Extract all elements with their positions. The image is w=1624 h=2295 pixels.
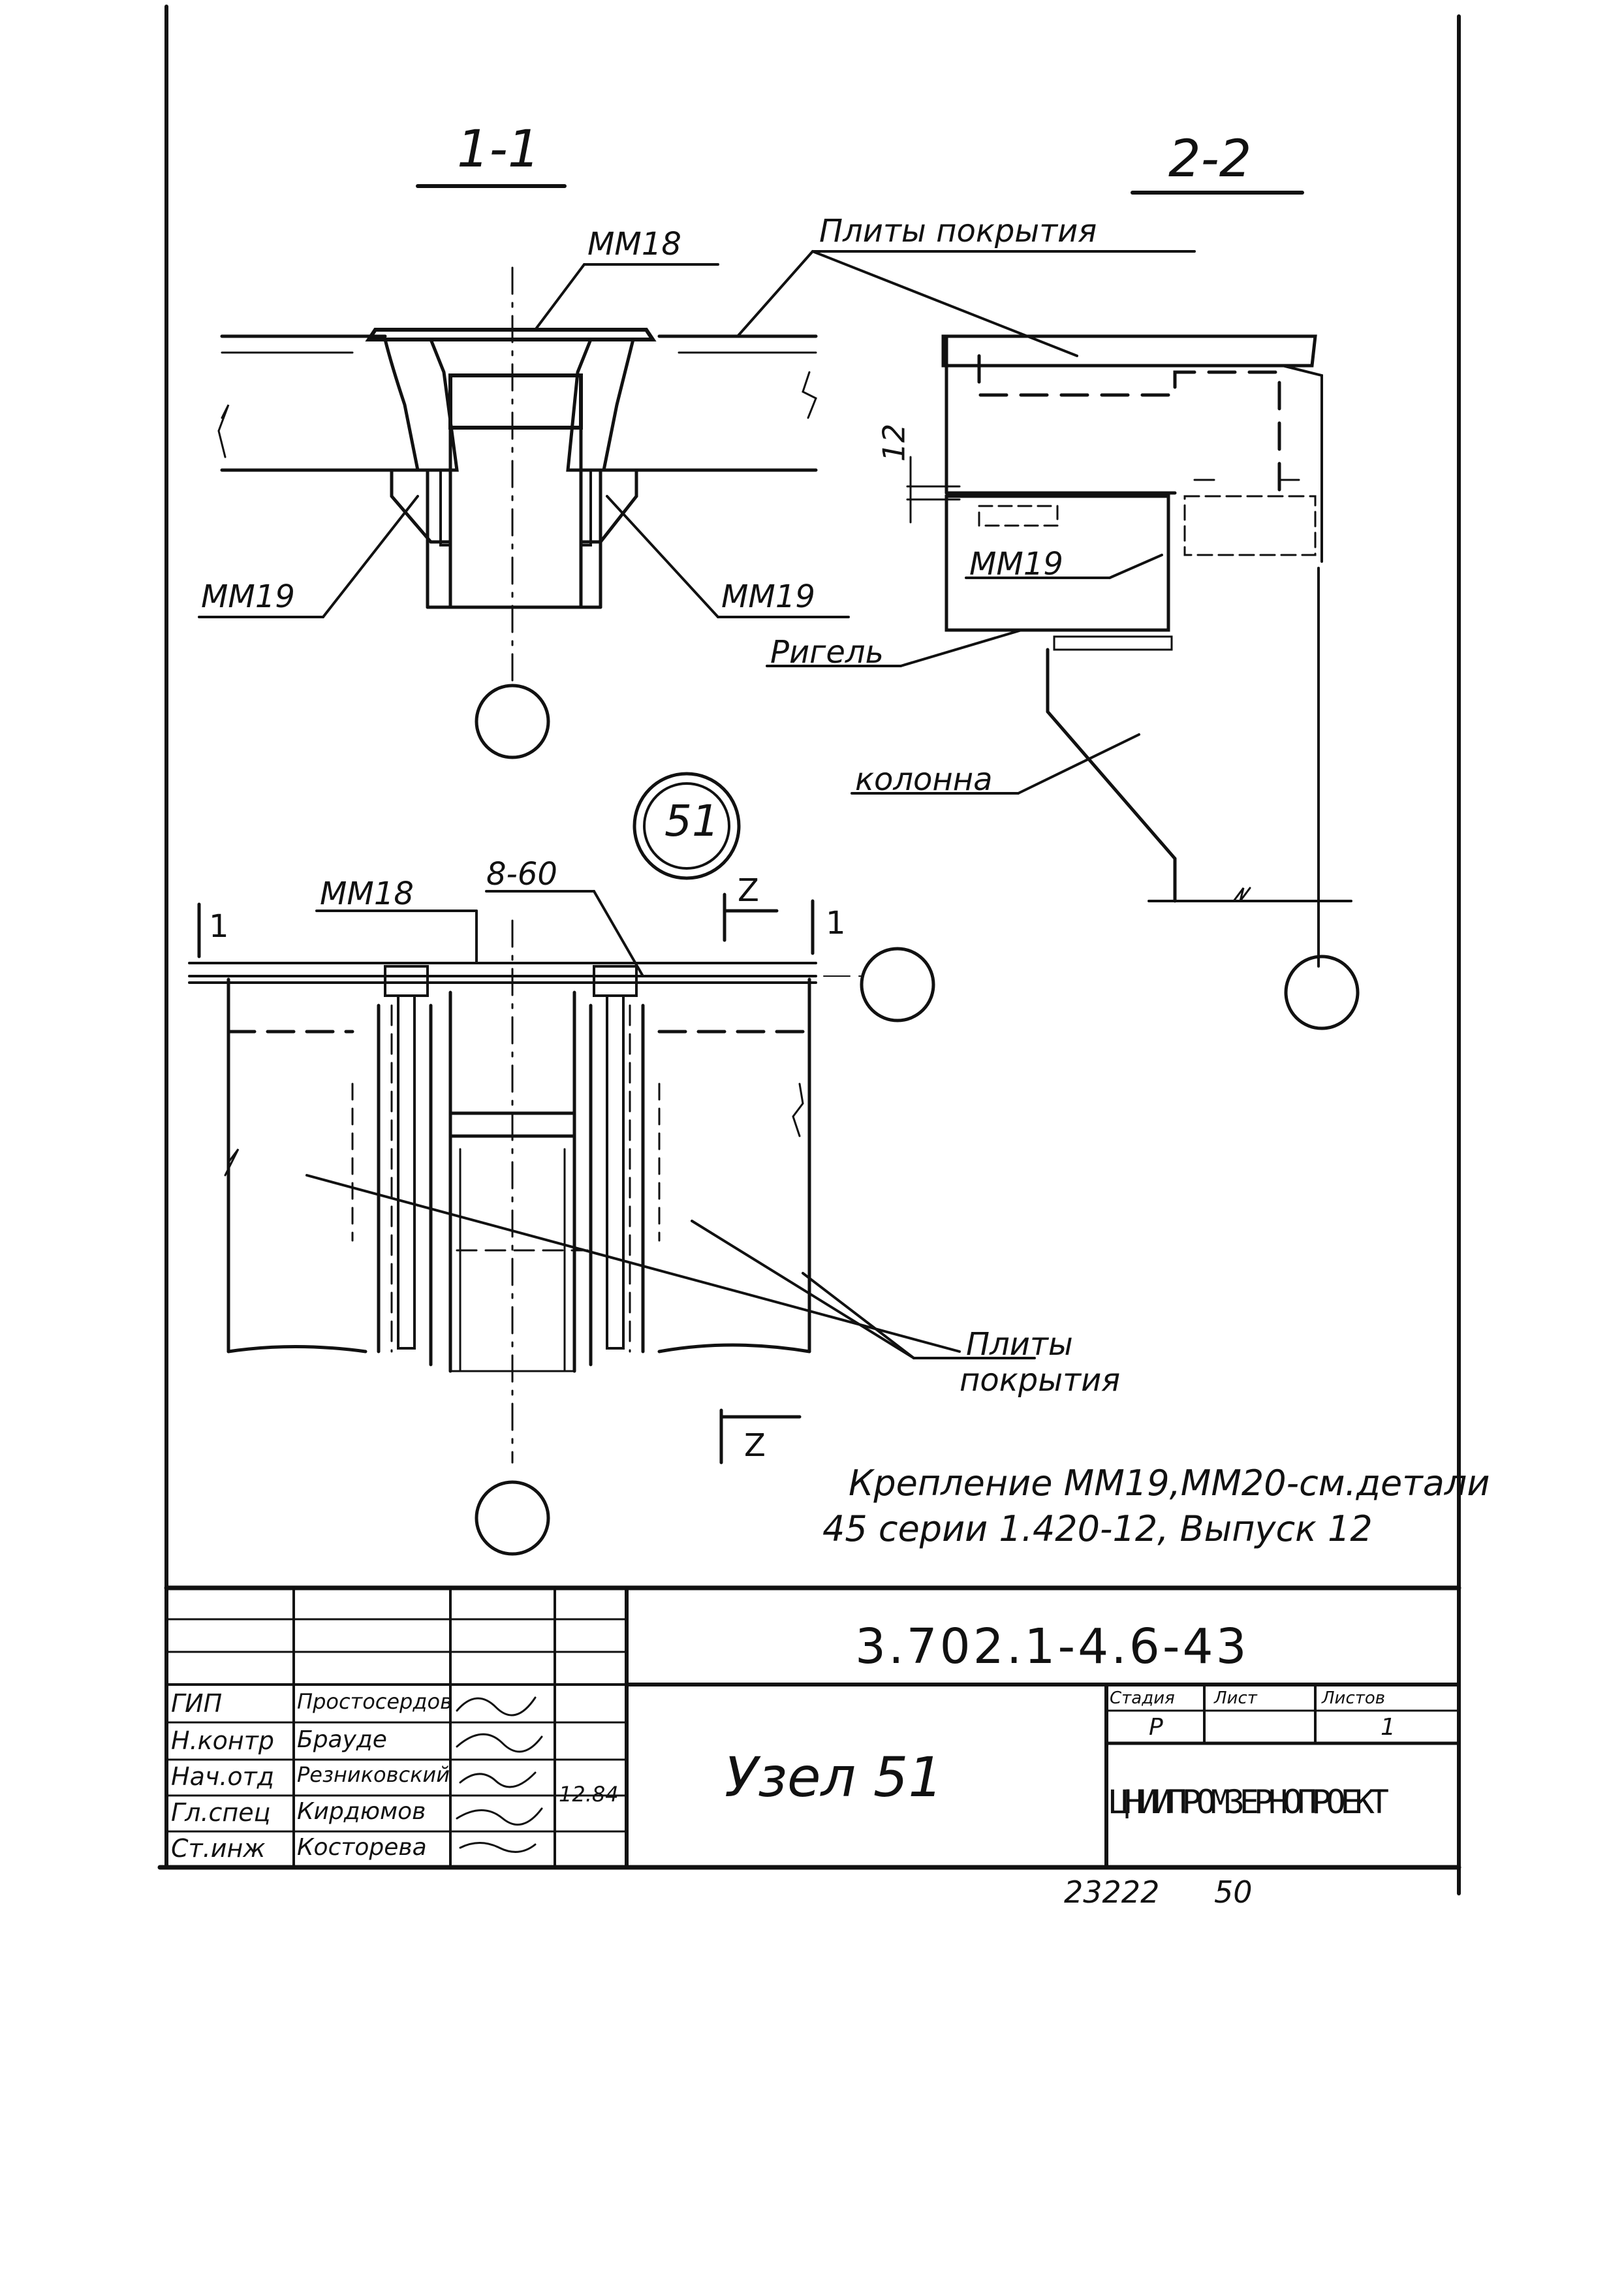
label-plity-bottom-1: Плиты: [966, 1326, 1073, 1363]
node-51-mark: [632, 772, 741, 880]
stage-header: Стадия: [1110, 1688, 1175, 1708]
plan-view: [188, 890, 1036, 1556]
label-rigel: Ригель: [770, 634, 884, 671]
cut-mark-z-bottom: Z: [744, 1427, 766, 1464]
section-2-2: [766, 191, 1360, 1030]
label-plity-top: Плиты покрытия: [819, 213, 1097, 249]
organization-name: ЦНИИПРОМЗЕРНОПРОЕКТ: [1110, 1783, 1389, 1821]
label-mm19-section2: ММ19: [969, 546, 1063, 582]
label-plity-bottom-2: покрытия: [960, 1362, 1121, 1399]
name-kostoreva: Косторева: [297, 1834, 427, 1861]
name-braude: Брауде: [297, 1726, 387, 1753]
name-kirdyumov: Кирдюмов: [297, 1798, 426, 1825]
role-nach-otd: Нач.отд: [171, 1762, 275, 1791]
signatures: [456, 1696, 543, 1853]
dimension-12: 12: [876, 423, 912, 462]
label-mm18-top: ММ18: [587, 226, 681, 262]
node-number: 51: [664, 796, 719, 846]
dimension-8-60: 8-60: [486, 856, 557, 893]
cut-mark-1-right: 1: [826, 905, 846, 942]
label-kolonna: колонна: [855, 761, 993, 798]
role-gl-spec: Гл.спец: [171, 1798, 271, 1827]
label-mm18-plan: ММ18: [320, 876, 414, 912]
sheets-header: Листов: [1322, 1688, 1386, 1708]
cut-mark-z-top: Z: [738, 872, 759, 909]
name-prostoserdov: Простосердов: [297, 1689, 452, 1714]
label-mm19-right: ММ19: [721, 578, 815, 615]
cut-mark-1-left: 1: [209, 908, 229, 945]
role-n-kontr: Н.контр: [171, 1726, 274, 1755]
note-line-2: 45 серии 1.420-12, Выпуск 12: [822, 1508, 1373, 1549]
section-1-1: [198, 184, 1196, 759]
stage-value: Р: [1149, 1714, 1163, 1741]
label-mm19-left: ММ19: [201, 578, 295, 615]
sheet-header: Лист: [1214, 1688, 1257, 1708]
document-code: 3.702.1-4.6-43: [855, 1619, 1249, 1675]
date-value: 12.84: [559, 1782, 619, 1807]
drawing-title: Узел 51: [725, 1745, 943, 1809]
inventory-number: 23222: [1064, 1875, 1160, 1910]
role-gip: ГИП: [171, 1689, 223, 1718]
section-title-2-2: 2-2: [1168, 130, 1252, 189]
sheets-value: 1: [1381, 1714, 1396, 1741]
name-reznikovsky: Резниковский: [297, 1762, 450, 1787]
title-block-grid: [164, 1585, 1461, 1869]
role-st-inzh: Ст.инж: [171, 1834, 266, 1863]
note-line-1: Крепление ММ19,ММ20-см.детали: [849, 1463, 1490, 1504]
section-title-1-1: 1-1: [457, 120, 540, 179]
footer-number: 50: [1214, 1875, 1253, 1910]
